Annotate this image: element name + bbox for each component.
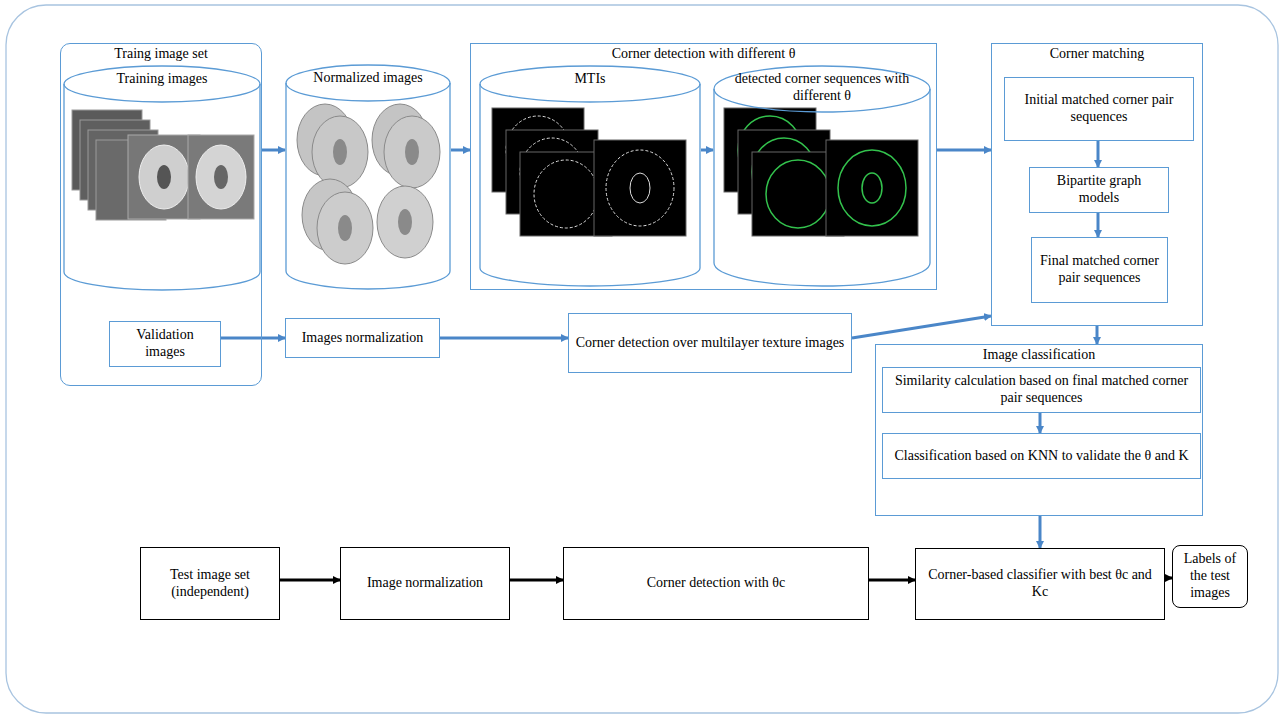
cylinder-body [714,89,930,286]
box-label: Similarity calculation based on final ma… [889,373,1194,407]
box-label: Labels of the test images [1179,551,1241,601]
cylinder-body [480,84,700,286]
training-images-illustration [72,110,254,220]
box-label: Corner detection over multilayer texture… [576,335,845,352]
group-box: Corner matchingInitial matched corner pa… [991,43,1203,326]
heading-label: Traing image set [61,46,261,63]
process-box: Similarity calculation based on final ma… [882,367,1201,413]
flow-arrow [510,579,563,582]
process-box: Corner-based classifier with best θc and… [915,548,1165,620]
image-cylinder: detected corner sequences with different… [713,65,931,287]
heading-label: Training images [79,71,245,88]
process-box: Bipartite graph models [1029,167,1169,213]
brain-shape [312,116,368,188]
result-box: Labels of the test images [1172,545,1248,608]
brain-ventricle [405,139,419,165]
flow-arrow [1165,577,1172,580]
process-box: Image normalization [340,547,510,620]
brain-shape [377,186,433,258]
box-label: Validation images [116,327,214,361]
box-label: Corner detection with θc [647,575,786,592]
cylinder-body [64,84,260,290]
image-cylinder: Normalized images [285,64,451,290]
heading-label: Image classification [876,347,1202,364]
corner-sequence [766,160,830,228]
process-box: Test image set (independent) [140,547,280,620]
flow-arrow [451,149,470,152]
mti-illustration [492,108,686,236]
corner-sequence [862,173,882,203]
brain-shape [384,116,440,188]
cylinder-outline [285,64,451,290]
flow-arrow [261,149,285,152]
corner-sequence [838,150,906,226]
heading-label: Corner matching [992,46,1202,63]
brain-shape [196,145,246,209]
brain-ventricle [214,165,228,189]
flow-arrow [1097,141,1100,167]
flow-arrow [221,337,285,340]
flow-arrow [1097,213,1100,237]
process-box: Corner detection over multilayer texture… [568,313,852,373]
flow-arrow [1096,326,1099,344]
box-label: Corner-based classifier with best θc and… [922,567,1158,601]
cylinder-top [480,66,700,102]
process-box: Validation images [109,321,221,367]
group-box: Traing image setTraining imagesValidatio… [60,43,262,386]
group-box: Image classificationSimilarity calculati… [875,344,1203,516]
brain-ventricle [333,139,347,165]
texture-edge [606,150,674,226]
process-box: Initial matched corner pair sequences [1004,77,1194,141]
outer-frame [6,5,1278,713]
process-box: Corner detection with θc [563,547,869,620]
texture-edge [534,160,598,228]
image-cylinder: Training images [63,65,261,291]
image-slice [188,135,254,219]
brain-ventricle [338,215,352,241]
flow-arrow [1039,413,1042,433]
flow-arrow [440,337,568,340]
image-cylinder: MTIs [479,65,701,287]
brain-ventricle [157,165,171,189]
box-label: Bipartite graph models [1036,173,1162,207]
cylinder-outline [63,65,261,291]
process-box: Classification based on KNN to validate … [882,433,1201,479]
box-label: Initial matched corner pair sequences [1011,92,1187,126]
cylinder-top [64,66,260,102]
box-label: Image normalization [367,575,483,592]
brain-shape [317,192,373,264]
texture-edge [630,173,650,203]
cylinder-top [714,66,930,112]
heading-label: Normalized images [298,70,437,87]
process-box: Images normalization [285,318,440,358]
box-label: Final matched corner pair sequences [1038,253,1161,287]
heading-label: detected corner sequences with different… [730,71,913,105]
detected-corners-illustration [724,108,918,236]
flow-arrow [1039,516,1042,548]
cylinder-body [286,83,450,289]
texture-image [594,140,686,236]
box-label: Images normalization [302,330,424,347]
group-box: Corner detection with different θ MTIs det… [470,43,937,290]
brain-ventricle [398,209,412,235]
flow-arrow [701,149,713,152]
process-box: Final matched corner pair sequences [1031,237,1168,303]
box-label: Test image set (independent) [147,567,273,601]
cylinder-outline [479,65,701,287]
corner-image [826,140,918,236]
flow-arrow [280,579,340,582]
heading-label: MTIs [497,71,683,88]
flow-arrow [852,316,991,338]
normalized-images-illustration [297,104,440,264]
flow-arrow [937,149,991,152]
flow-arrow [869,579,915,582]
brain-shape [139,145,189,209]
box-label: Classification based on KNN to validate … [894,448,1188,465]
heading-label: Corner detection with different θ [471,46,936,63]
cylinder-top [286,65,450,101]
